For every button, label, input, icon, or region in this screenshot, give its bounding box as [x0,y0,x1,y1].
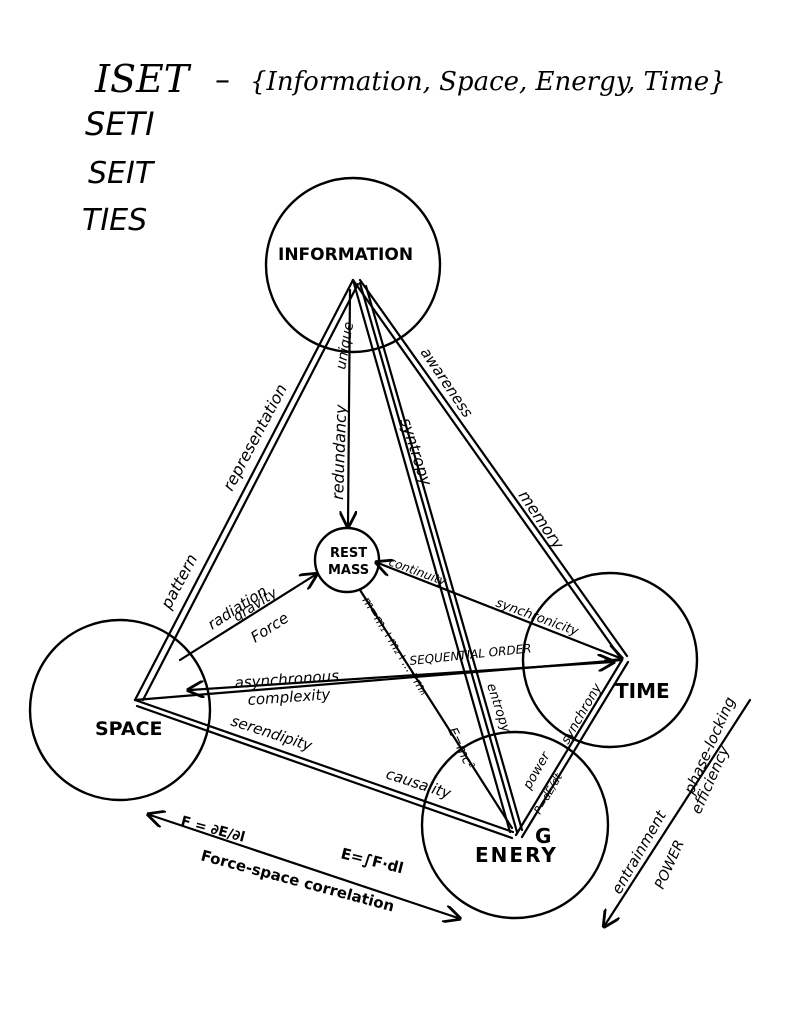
label-emc2: E=mc² [444,725,476,771]
arrow-async [190,662,612,690]
node-time: TIME [615,679,670,703]
edge-info-space [133,278,360,702]
arrow-force-space [150,815,458,918]
label-unique: unique [333,321,357,371]
label-e-integral: E=∫F·dl [339,844,405,877]
node-rest-mass-2: MASS [328,563,369,578]
label-synchronicity: synchronicity [494,596,581,640]
node-rest-mass-1: REST [330,546,367,561]
arrow-redundancy [348,288,350,525]
title-acronym: ISET [94,57,192,101]
anagram-1: SETI [85,105,155,143]
title-dash: – [215,63,230,98]
label-pattern: pattern [156,551,201,613]
node-information: INFORMATION [278,245,413,265]
space-circle [28,618,212,802]
label-complexity: complexity [247,685,332,709]
anagram-3: TIES [82,203,147,238]
node-energy: ENERY [475,843,558,867]
label-power2: POWER [652,838,688,892]
edge-info-time [351,278,629,662]
label-g: G [535,824,551,848]
arrow-mass-energy [358,588,514,830]
node-space: SPACE [95,718,163,740]
arrow-entrainment [605,698,752,925]
edge-info-energy [351,278,524,834]
anagram-2: SEIT [88,156,156,191]
arrow-gravity [178,575,315,662]
title-set: {Information, Space, Energy, Time} [250,67,726,97]
arrow-continuity [378,563,620,658]
label-sequential-order: SEQUENTIAL ORDER [409,641,532,668]
label-mass-eq: m=m₁+m₂+...+mₙ [359,594,431,697]
label-redundancy: redundancy [328,404,350,500]
information-circle [264,176,442,354]
label-representation: representation [219,381,291,494]
label-f-eq: F = ∂E/∂l [179,813,247,845]
